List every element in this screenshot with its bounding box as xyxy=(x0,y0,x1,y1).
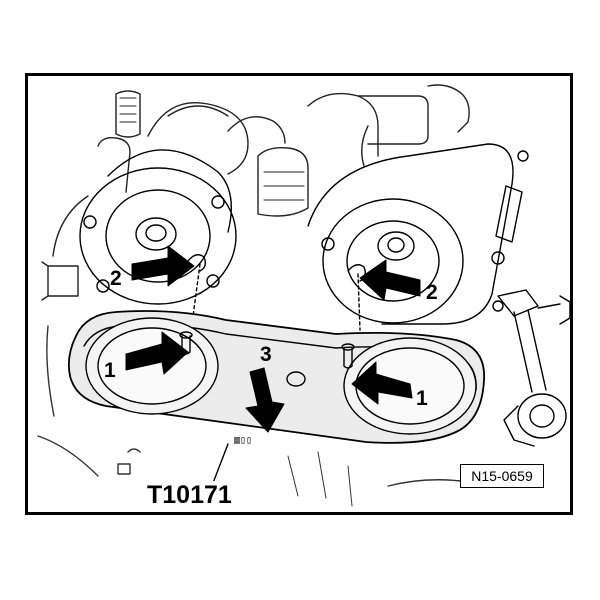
callout-3: 3 xyxy=(260,343,272,366)
arrow-2-right xyxy=(359,259,421,301)
left-pump-housing xyxy=(79,149,237,325)
arrow-1-right xyxy=(351,361,413,405)
plate-stamp: ▥▯▯ xyxy=(234,436,252,447)
engine-line-drawing: ▥▯▯ xyxy=(37,84,570,507)
right-linkage-assembly xyxy=(497,289,570,447)
arrow-3 xyxy=(245,367,285,433)
arrow-2-left xyxy=(131,245,195,287)
tool-number-label: T10171 xyxy=(145,481,234,510)
callout-arrows xyxy=(125,245,421,433)
right-pump-housing xyxy=(307,143,529,331)
callout-2-right: 2 xyxy=(426,281,438,304)
arrow-1-left xyxy=(125,331,189,375)
callout-1-left: 1 xyxy=(104,359,116,382)
figure-reference-code: N15-0659 xyxy=(460,464,544,488)
engine-diagram-frame: ▥▯▯ 2 1 2 1 3 T10171 N15-0659 xyxy=(25,73,573,515)
callout-2-left: 2 xyxy=(110,267,122,290)
callout-1-right: 1 xyxy=(416,387,428,410)
engine-background-parts xyxy=(41,84,470,301)
